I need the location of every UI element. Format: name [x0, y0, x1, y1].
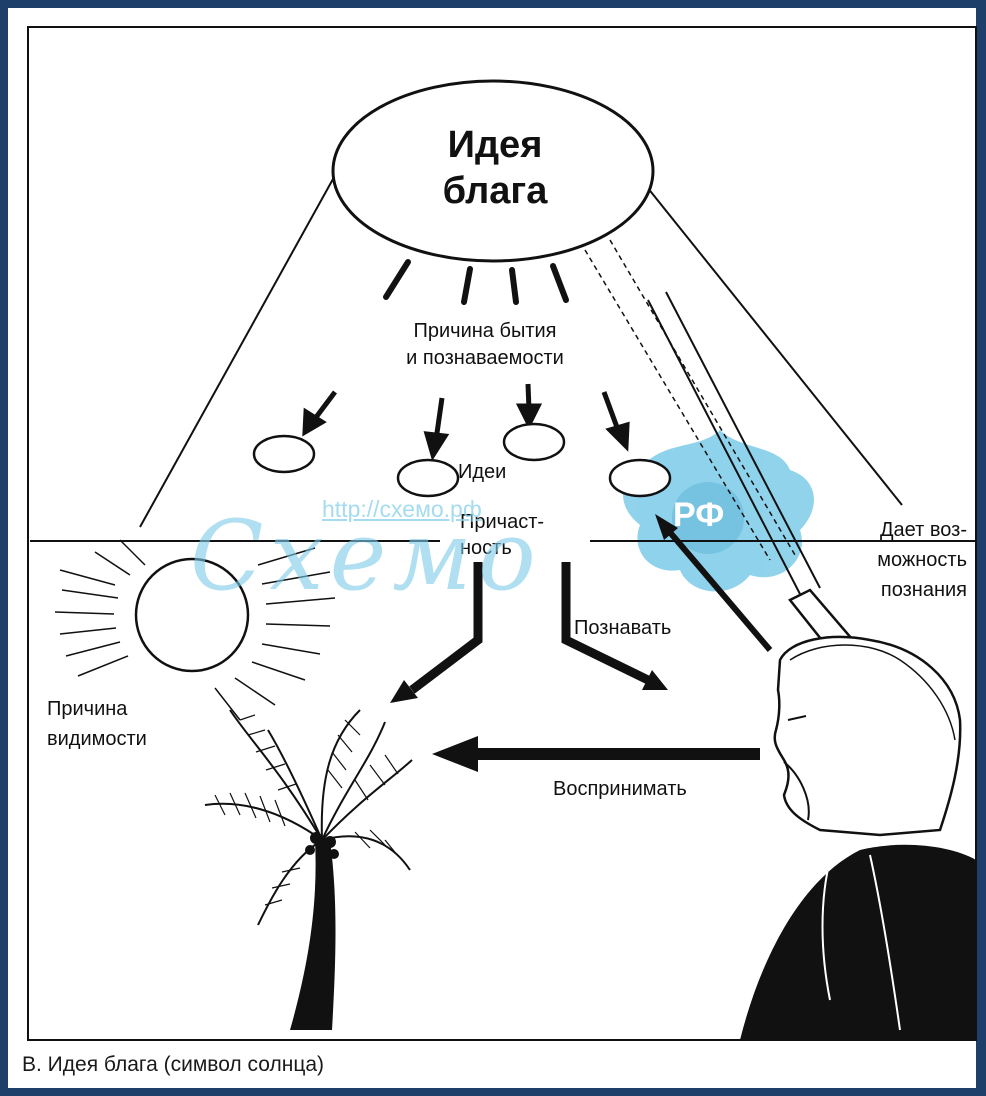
- participation-line-2: ность: [460, 537, 512, 559]
- cause-of-visibility-label: Причина видимости: [47, 694, 147, 754]
- gives-line-2: можность: [877, 549, 967, 571]
- idea-ellipses: [252, 422, 672, 498]
- palm-tree-icon: [204, 709, 413, 1030]
- perceive-label: Воспринимать: [553, 778, 687, 800]
- ideas-label: Идеи: [458, 461, 507, 483]
- sun-icon: [54, 539, 336, 721]
- cause-of-being-label: Причина бытия и познаваемости: [355, 318, 615, 372]
- know-arrow: [655, 514, 773, 652]
- watermark-splash: [623, 430, 814, 592]
- watermark-url: http://схемо.рф: [322, 496, 482, 522]
- visibility-line-1: Причина: [47, 698, 128, 720]
- title-line-1: Идея: [447, 124, 543, 166]
- watermark-badge: РФ: [673, 496, 725, 534]
- cause-of-being-line-2: и познаваемости: [406, 347, 564, 369]
- cone-right-line: [634, 171, 903, 506]
- participation-arrows: [390, 562, 668, 703]
- gives-possibility-label: Дает воз- можность познания: [822, 515, 967, 605]
- to-know-label: Познавать: [574, 617, 672, 639]
- cause-of-being-line-1: Причина бытия: [413, 320, 557, 342]
- participation-label: Причаст- ность: [460, 509, 544, 561]
- arrows-to-ideas: [302, 383, 630, 462]
- idea-of-good-ellipse: [331, 79, 655, 263]
- cone-left-line: [139, 169, 339, 528]
- gives-line-3: познания: [880, 579, 967, 601]
- radiating-dashes: [383, 259, 569, 305]
- person-icon: [740, 635, 976, 1040]
- dashed-line-1: [584, 249, 771, 561]
- dashed-line-2: [609, 239, 796, 556]
- perceive-arrow: [432, 736, 760, 772]
- visibility-line-2: видимости: [47, 728, 147, 750]
- idea-of-good-title: Идея блага: [405, 122, 585, 214]
- participation-line-1: Причаст-: [460, 511, 545, 533]
- figure-border: [27, 26, 977, 1041]
- title-line-2: блага: [442, 170, 548, 212]
- watermark-script: Схемо: [190, 500, 542, 612]
- figure-caption: В. Идея блага (символ солнца): [22, 1053, 325, 1076]
- gives-line-1: Дает воз-: [880, 519, 967, 541]
